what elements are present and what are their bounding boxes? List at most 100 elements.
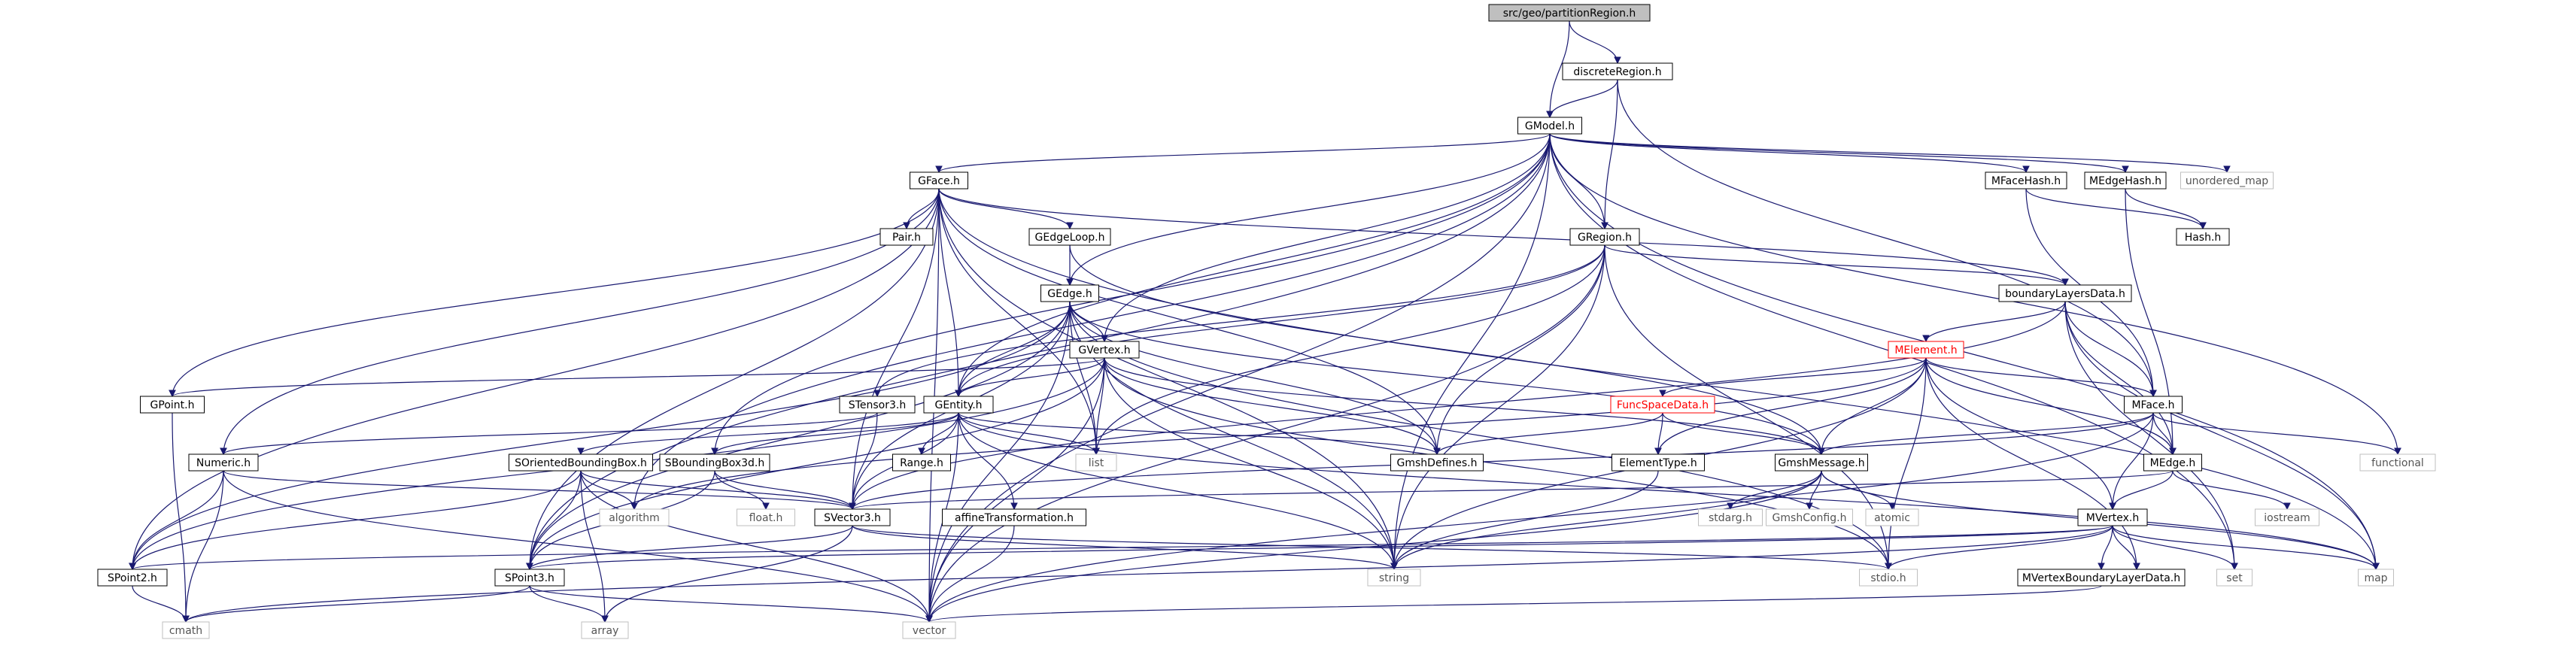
node-gentity[interactable]: GEntity.h (923, 396, 994, 414)
arrowhead (2231, 563, 2238, 571)
node-elementtype[interactable]: ElementType.h (1612, 453, 1705, 472)
node-unordered-map: unordered_map (2180, 171, 2274, 190)
node-numeric[interactable]: Numeric.h (188, 453, 259, 472)
node-gmshdefines[interactable]: GmshDefines.h (1390, 453, 1484, 472)
node-label: cmath (169, 625, 202, 637)
node-mvertex[interactable]: MVertex.h (2077, 508, 2148, 526)
node-pair[interactable]: Pair.h (879, 228, 934, 246)
arrowhead (2169, 447, 2177, 456)
node-gmodel[interactable]: GModel.h (1517, 117, 1582, 135)
edge-gvertex-to-gentity (958, 357, 1105, 397)
edge-sorientedboundingbox-to-svector3 (580, 470, 853, 510)
node-box (879, 228, 934, 246)
arrowhead (1546, 111, 1554, 119)
edge-gmshmessage-to-string (1393, 470, 1822, 570)
edge-gpoint-to-cmath (172, 412, 187, 623)
node-box (737, 508, 795, 526)
edge-boundarylayersdata-to-svector3 (852, 301, 2066, 510)
edge-melement-to-mvertex (1925, 357, 2113, 510)
edge-gentity-to-sorientedboundingbox (580, 412, 959, 455)
node-label: ElementType.h (1619, 457, 1697, 469)
node-label: vector (913, 625, 946, 637)
node-box (1698, 508, 1763, 526)
node-box (839, 396, 916, 414)
node-label: affineTransformation.h (955, 512, 1074, 524)
edge-gentity-to-string (958, 412, 1395, 570)
arrowhead (935, 165, 943, 174)
edge-svector3-to-array (604, 525, 853, 623)
edge-boundarylayersdata-to-map (2064, 301, 2377, 570)
edge-stensor3-to-numeric (223, 412, 878, 455)
node-spoint2[interactable]: SPoint2.h (97, 569, 168, 587)
node-label: SPoint3.h (505, 572, 554, 584)
node-gedgeloop[interactable]: GEdgeLoop.h (1028, 228, 1111, 246)
arrowhead (2394, 447, 2401, 456)
node-gface[interactable]: GFace.h (910, 171, 968, 190)
node-sboundingbox3d[interactable]: SBoundingBox3d.h (659, 453, 770, 472)
node-svector3[interactable]: SVector3.h (814, 508, 891, 526)
node-box (1040, 284, 1099, 302)
edge-gvertex-to-gpoint (172, 357, 1105, 397)
node-mvertexboundarylayerdata[interactable]: MVertexBoundaryLayerData.h (2017, 569, 2186, 587)
arrowhead (1390, 563, 1398, 571)
node-hash[interactable]: Hash.h (2176, 228, 2230, 246)
edge-sorientedboundingbox-to-vector (580, 470, 930, 623)
arrowhead (1888, 502, 1896, 511)
node-gmshmessage[interactable]: GmshMessage.h (1775, 453, 1868, 472)
node-boundarylayersdata[interactable]: boundaryLayersData.h (1998, 284, 2132, 302)
node-medge[interactable]: MEdge.h (2143, 453, 2202, 472)
node-gvertex[interactable]: GVertex.h (1069, 341, 1140, 359)
edge-mface-to-svector3 (852, 412, 2154, 510)
edge-melement-to-funcspacedata (1662, 357, 1927, 397)
edge-layer (129, 20, 2401, 623)
arrowhead (1659, 390, 1666, 398)
node-label: SBoundingBox3d.h (665, 457, 764, 469)
node-discreteregion[interactable]: discreteRegion.h (1562, 62, 1673, 80)
node-funcspacedata[interactable]: FuncSpaceData.h (1610, 396, 1715, 414)
edge-gface-to-gmshdefines (938, 188, 1438, 455)
node-label: SVector3.h (824, 512, 881, 524)
node-label: src/geo/partitionRegion.h (1503, 8, 1636, 20)
node-range[interactable]: Range.h (892, 453, 951, 472)
node-partitionregion[interactable]: src/geo/partitionRegion.h (1488, 4, 1651, 22)
node-mface[interactable]: MFace.h (2124, 396, 2183, 414)
node-spoint3[interactable]: SPoint3.h (494, 569, 565, 587)
node-medgehash[interactable]: MEdgeHash.h (2084, 171, 2167, 190)
node-functional: functional (2359, 453, 2436, 472)
arrowhead (630, 502, 638, 511)
edge-mvertex-to-cmath (185, 525, 2113, 623)
node-stensor3[interactable]: STensor3.h (839, 396, 916, 414)
node-box (162, 621, 210, 639)
edge-mvertex-to-mvertexboundarylayerdata (2101, 525, 2113, 570)
node-stdarg: stdarg.h (1698, 508, 1763, 526)
node-box (1569, 228, 1640, 246)
node-melement[interactable]: MElement.h (1888, 341, 1964, 359)
node-mfacehash[interactable]: MFaceHash.h (1985, 171, 2067, 190)
edge-melement-to-algorithm (633, 357, 1927, 510)
node-gpoint[interactable]: GPoint.h (140, 396, 205, 414)
node-affinetransformation[interactable]: affineTransformation.h (942, 508, 1086, 526)
edge-funcspacedata-to-gmshdefines (1436, 412, 1663, 455)
arrowhead (1010, 502, 1018, 511)
edge-gmshmessage-to-stdarg (1730, 470, 1822, 510)
edge-gmodel-to-gregion (1549, 133, 1605, 229)
node-box (188, 453, 259, 472)
node-label: Numeric.h (196, 457, 251, 469)
edge-gface-to-numeric (223, 188, 940, 455)
edge-gmodel-to-gedge (1069, 133, 1551, 286)
arrowhead (2109, 502, 2116, 511)
node-float: float.h (737, 508, 795, 526)
node-gedge[interactable]: GEdge.h (1040, 284, 1099, 302)
node-sorientedboundingbox[interactable]: SOrientedBoundingBox.h (509, 453, 653, 472)
edge-gentity-to-map (958, 412, 2377, 570)
edge-gmodel-to-functional (1549, 133, 2398, 455)
edge-gvertex-to-gmshmessage (1104, 357, 1822, 455)
arrowhead (2098, 563, 2105, 571)
node-label: MElement.h (1894, 344, 1957, 356)
node-box (2084, 171, 2167, 190)
node-box (814, 508, 891, 526)
arrowhead (2372, 563, 2380, 571)
node-gregion[interactable]: GRegion.h (1569, 228, 1640, 246)
arrowhead (1066, 222, 1074, 230)
